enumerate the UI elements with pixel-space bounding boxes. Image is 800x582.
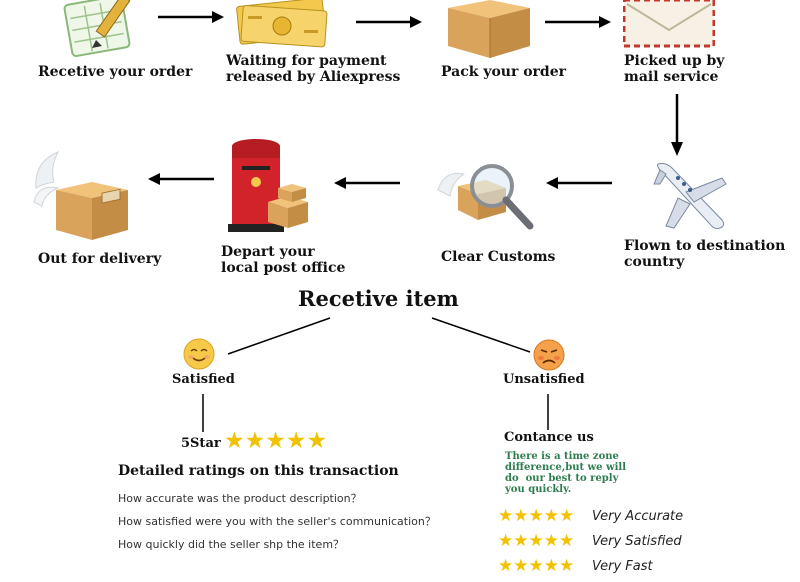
rating-row: ★★★★★ [498,556,574,576]
star-icon: ★ [224,428,245,454]
detailed-ratings-heading: Detailed ratings on this transaction [118,463,399,479]
step-label: Recetive your order [38,64,193,80]
satisfied-label: Satisfied [172,372,235,387]
receive-item-title: Recetive item [298,286,459,311]
magnifier-box-icon [436,160,536,236]
right-arrow-icon [545,14,611,33]
star-icon: ★★★★★ [498,556,575,576]
question-shipping: How quickly did the seller shp the item？ [118,538,345,551]
left-arrow-icon [546,175,612,194]
star-icon: ★ [265,428,286,454]
right-arrow-icon [356,14,422,33]
left-arrow-icon [148,171,214,190]
step-label: Flown to destination country [624,238,786,270]
five-star-label: 5Star [181,436,221,451]
down-arrow-icon [670,94,684,160]
contact-label: Contance us [504,430,594,445]
box-icon [444,0,534,58]
right-arrow-icon [158,9,224,28]
smile-face-icon [183,338,215,374]
rating-text: Very Accurate [592,509,684,524]
sad-face-icon [533,339,565,375]
contact-note: There is a time zone difference,but we w… [505,451,627,495]
star-icon: ★ [306,428,328,454]
envelope-icon [622,0,716,48]
five-star-rating: ★★★★★ [224,428,327,454]
star-icon: ★★★★★ [498,506,575,526]
star-icon: ★ [285,428,307,454]
airplane-icon [652,158,732,234]
star-icon: ★ [244,428,266,454]
step-label: Pack your order [441,64,567,80]
step-label: Clear Customs [441,249,556,265]
left-arrow-icon [334,175,400,194]
step-label: Out for delivery [38,251,162,267]
step-label: Picked up by mail service [624,53,725,85]
step-label: Waiting for payment released by Aliexpre… [226,53,401,85]
star-icon: ★★★★★ [498,531,575,551]
rating-row: ★★★★★ [498,506,574,526]
question-accuracy: How accurate was the product description… [118,492,362,505]
winged-box-icon [32,148,136,244]
unsatisfied-label: Unsatisfied [503,372,585,387]
order-form-icon [60,0,140,62]
step-label: Depart your local post office [221,244,346,276]
postbox-icon [226,138,314,234]
rating-row: ★★★★★ [498,531,574,551]
rating-text: Very Satisfied [592,534,682,549]
money-icon [232,0,332,48]
question-communication: How satisfied were you with the seller's… [118,515,436,528]
rating-text: Very Fast [592,559,653,574]
